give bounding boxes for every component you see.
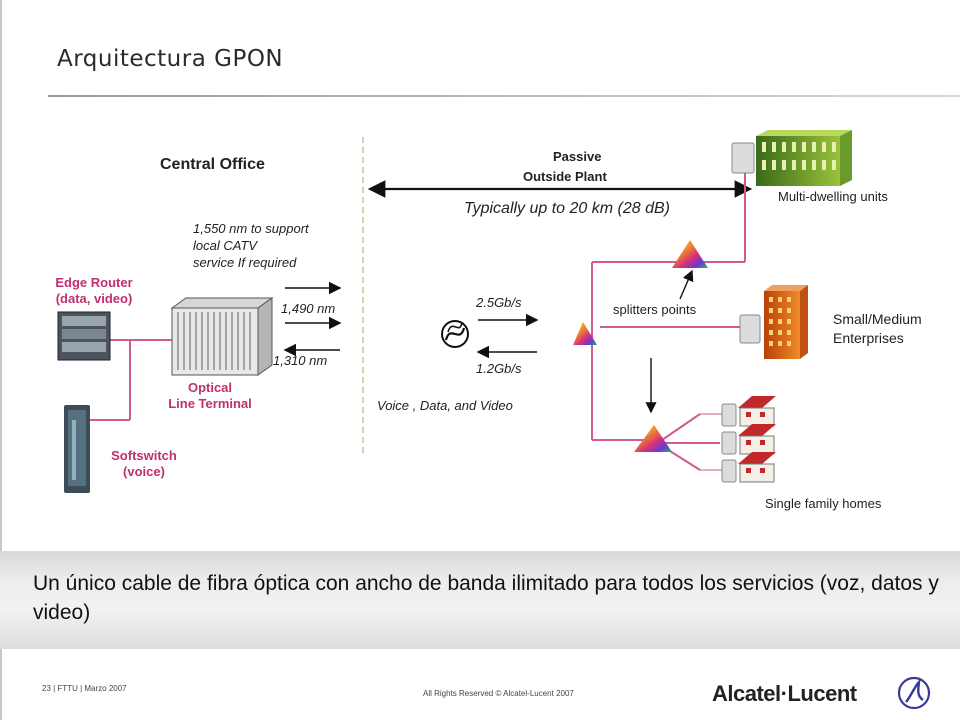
olt-label-2: Line Terminal — [168, 396, 252, 411]
title-underline — [48, 95, 960, 97]
summary-banner — [0, 551, 960, 649]
homes-label: Single family homes — [765, 496, 882, 511]
distance-label: Typically up to 20 km (28 dB) — [464, 200, 671, 217]
olt-icon — [170, 297, 274, 376]
home-drops — [700, 413, 722, 471]
catv-note: 1,550 nm to support local CATV service I… — [193, 220, 309, 271]
gpon-diagram — [57, 130, 852, 493]
distribution-links — [591, 172, 746, 471]
sme-label: Small/Medium Enterprises — [833, 310, 922, 348]
wavelength-1310-label: 1,310 nm — [273, 353, 328, 368]
mdu-building-icon — [731, 130, 852, 186]
sme-label-1: Small/Medium — [833, 311, 922, 327]
splitter-prism-main — [573, 322, 597, 345]
downstream-rate-label: 2.5Gb/s — [476, 295, 522, 310]
splitter-pointer-arrow — [679, 269, 694, 300]
alcatel-logo-icon — [897, 676, 931, 710]
central-office-label: Central Office — [160, 156, 265, 173]
single-family-homes-icon — [721, 396, 776, 483]
passive-plant-label-1: Passive — [553, 149, 602, 164]
services-label: Voice , Data, and Video — [377, 398, 513, 413]
splitters-label: splitters points — [613, 302, 697, 317]
edge-router-label-2: (data, video) — [55, 291, 133, 306]
softswitch-label-1: Softswitch — [111, 448, 177, 463]
sme-building-icon — [739, 285, 808, 359]
summary-text: Un único cable de fibra óptica con ancho… — [33, 572, 939, 624]
brand-wordmark: Alcatel·Lucent — [712, 681, 857, 706]
sme-label-2: Enterprises — [833, 330, 904, 346]
edge-router-label-1: Edge Router — [55, 275, 133, 290]
left-edge-rule — [0, 0, 2, 720]
upstream-rate-label: 1.2Gb/s — [476, 361, 522, 376]
olt-label-1: Optical — [187, 380, 233, 395]
splitter-prism-mdu — [672, 240, 708, 268]
passive-plant-label-2: Outside Plant — [523, 169, 607, 184]
edge-router-icon — [57, 311, 111, 361]
softswitch-icon — [64, 405, 90, 493]
splitter-prism-homes — [634, 425, 672, 452]
edge-router-label: Edge Router (data, video) — [38, 275, 150, 307]
softswitch-label: Softswitch (voice) — [98, 448, 190, 480]
mdu-label: Multi-dwelling units — [778, 189, 888, 204]
catv-note-line-3: service If required — [193, 255, 297, 270]
catv-note-line-1: 1,550 nm to support — [193, 221, 309, 236]
fiber-reel-icon — [441, 320, 469, 348]
olt-label: Optical Line Terminal — [160, 380, 260, 412]
footer-page-info: 23 | FTTU | Marzo 2007 — [42, 684, 127, 693]
softswitch-label-2: (voice) — [123, 464, 165, 479]
catv-note-line-2: local CATV — [193, 238, 258, 253]
footer-copyright: All Rights Reserved © Alcatel-Lucent 200… — [423, 689, 574, 698]
wavelength-1490-label: 1,490 nm — [281, 301, 336, 316]
page-title: Arquitectura GPON — [57, 46, 284, 72]
